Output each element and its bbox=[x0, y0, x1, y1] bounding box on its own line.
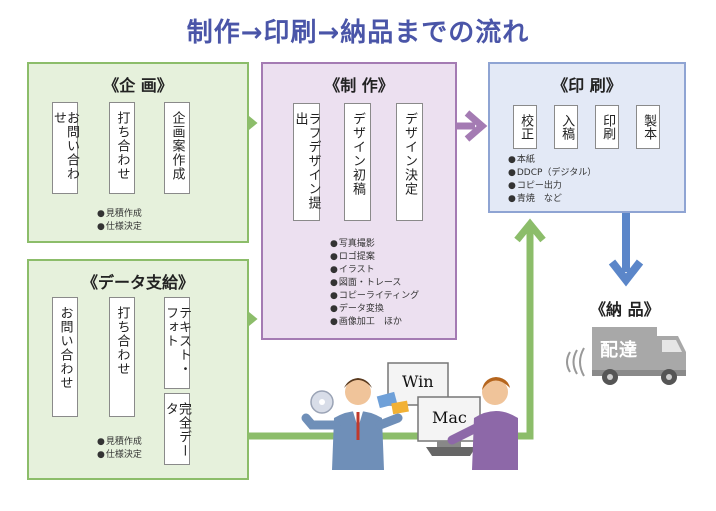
box-binding: 製本 bbox=[636, 105, 660, 149]
arrowhead-3 bbox=[514, 218, 546, 243]
panel-title: 《制 作》 bbox=[324, 76, 394, 95]
note: 図面・トレース bbox=[330, 277, 419, 290]
box-plan: 企画案作成 bbox=[164, 102, 190, 194]
panel-title: 《データ支給》 bbox=[81, 273, 194, 292]
person-right-head bbox=[482, 379, 508, 405]
note: 本紙 bbox=[508, 154, 596, 167]
note: コピー出力 bbox=[508, 180, 596, 193]
panel-title: 《企 画》 bbox=[103, 76, 173, 95]
box-printing: 印刷 bbox=[595, 105, 619, 149]
note: イラスト bbox=[330, 264, 419, 277]
person-right-body bbox=[472, 411, 518, 470]
note: 写真撮影 bbox=[330, 238, 419, 251]
person-left-head bbox=[345, 379, 371, 405]
note: DDCP（デジタル） bbox=[508, 167, 596, 180]
panel-title: 《印 刷》 bbox=[552, 76, 622, 95]
person-left-body bbox=[332, 411, 384, 470]
kikaku-notes: 見積作成 仕様決定 bbox=[97, 208, 142, 234]
box-text-photo: テキスト・フォト bbox=[163, 297, 191, 389]
arrowhead-4 bbox=[464, 110, 488, 142]
box-complete-data: 完全データ bbox=[163, 393, 191, 465]
data-to-insatsu-arrow bbox=[193, 228, 534, 440]
box-proof: 校正 bbox=[513, 105, 537, 149]
truck-label: 配達 bbox=[600, 340, 638, 361]
truck-cargo bbox=[592, 327, 657, 370]
seisaku-notes: 写真撮影 ロゴ提案 イラスト 図面・トレース コピーライティング データ変換 画… bbox=[330, 238, 419, 329]
note: 仕様決定 bbox=[97, 449, 142, 462]
box-meeting: 打ち合わせ bbox=[109, 297, 135, 417]
delivery-title: 《納 品》 bbox=[590, 300, 660, 319]
note: 見積作成 bbox=[97, 436, 142, 449]
box-final-design: デザイン決定 bbox=[396, 103, 423, 221]
data-notes: 見積作成 仕様決定 bbox=[97, 436, 142, 462]
note: データ変換 bbox=[330, 303, 419, 316]
box-rough-design: ラフデザイン提出 bbox=[293, 103, 321, 221]
note: 見積作成 bbox=[97, 208, 142, 221]
mac-label: Mac bbox=[432, 408, 467, 427]
insatsu-notes: 本紙 DDCP（デジタル） コピー出力 青焼 など bbox=[508, 154, 596, 206]
note: 青焼 など bbox=[508, 193, 596, 206]
box-inquiry: お問い合わせ bbox=[52, 297, 78, 417]
note: 仕様決定 bbox=[97, 221, 142, 234]
box-submission: 入稿 bbox=[554, 105, 578, 149]
box-first-draft: デザイン初稿 bbox=[344, 103, 371, 221]
arrowhead-5 bbox=[608, 259, 644, 287]
box-inquiry: お問い合わせ bbox=[51, 102, 79, 194]
note: ロゴ提案 bbox=[330, 251, 419, 264]
win-label: Win bbox=[402, 372, 434, 391]
note: コピーライティング bbox=[330, 290, 419, 303]
page-title: 制作→印刷→納品までの流れ bbox=[186, 18, 530, 48]
box-meeting: 打ち合わせ bbox=[109, 102, 135, 194]
keyboard bbox=[426, 447, 476, 456]
note: 画像加工 ほか bbox=[330, 316, 419, 329]
